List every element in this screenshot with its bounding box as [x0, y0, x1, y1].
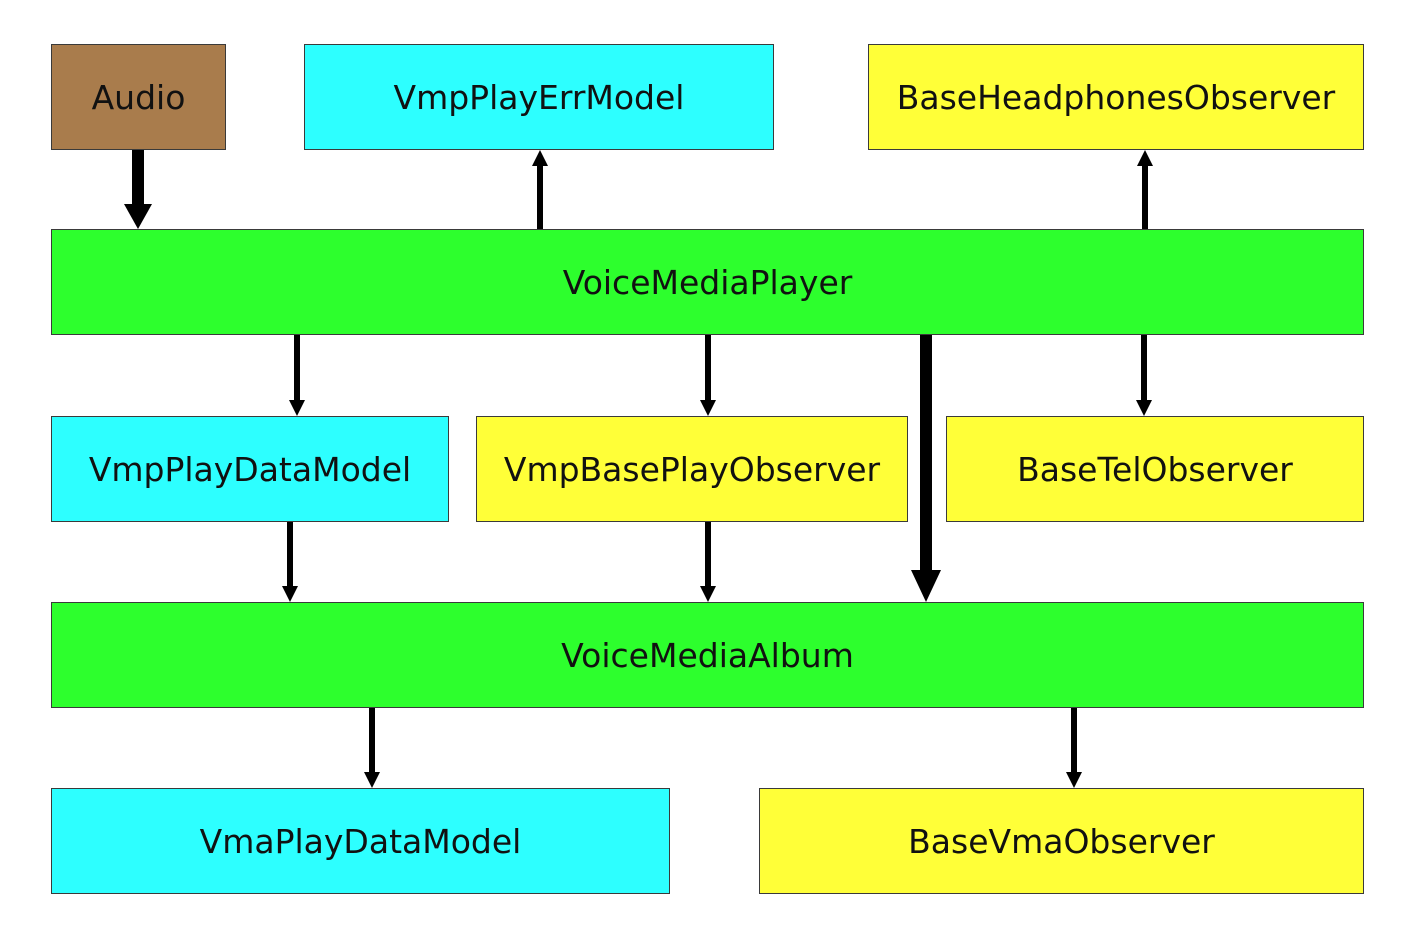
edge-voice-media-album-to-vma-play-data-model: [364, 708, 380, 788]
edge-voice-media-player-to-vmp-base-play-observer: [700, 335, 716, 416]
node-base-headphones-observer: BaseHeadphonesObserver: [868, 44, 1364, 150]
edge-voice-media-player-to-base-tel-observer: [1136, 335, 1152, 416]
node-vmp-play-data-model: VmpPlayDataModel: [51, 416, 449, 522]
node-vma-play-data-model: VmaPlayDataModel: [51, 788, 670, 894]
edge-voice-media-player-to-voice-media-album: [911, 335, 941, 602]
node-vmp-play-err-model: VmpPlayErrModel: [304, 44, 774, 150]
node-base-tel-observer: BaseTelObserver: [946, 416, 1364, 522]
node-base-vma-observer: BaseVmaObserver: [759, 788, 1364, 894]
edge-voice-media-player-to-vmp-play-data-model: [289, 335, 305, 416]
edge-vmp-base-play-observer-to-voice-media-album: [700, 522, 716, 602]
edge-voice-media-player-to-vmp-play-err-model: [532, 150, 548, 229]
edge-voice-media-album-to-base-vma-observer: [1066, 708, 1082, 788]
edge-vmp-play-data-model-to-voice-media-album: [282, 522, 298, 602]
node-audio: Audio: [51, 44, 226, 150]
node-voice-media-player: VoiceMediaPlayer: [51, 229, 1364, 335]
edge-voice-media-player-to-base-headphones-observer: [1137, 150, 1153, 229]
edge-audio-to-voice-media-player: [124, 150, 152, 229]
node-vmp-base-play-observer: VmpBasePlayObserver: [476, 416, 908, 522]
node-voice-media-album: VoiceMediaAlbum: [51, 602, 1364, 708]
